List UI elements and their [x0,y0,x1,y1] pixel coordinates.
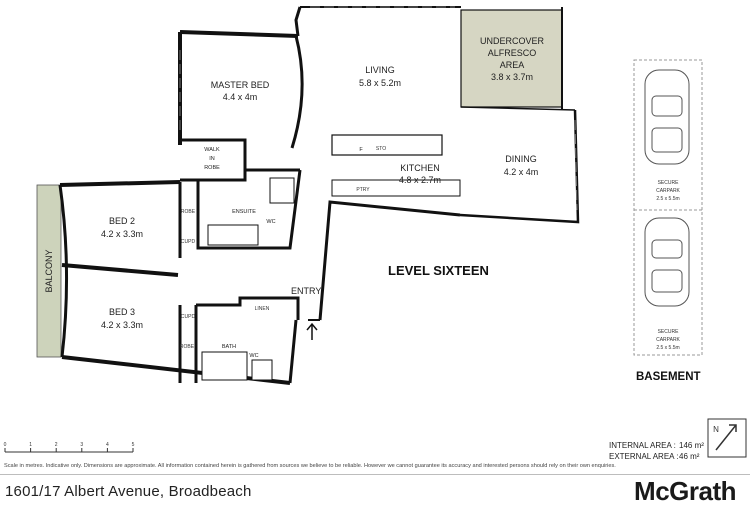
living-size: 5.8 x 5.2m [359,78,401,88]
wc1-label: WC [266,219,275,225]
bath-label: BATH [222,344,236,350]
master-bed-label: MASTER BED [211,80,270,90]
entry-label: ENTRY [291,286,322,296]
scale-tick-label: 0 [4,442,7,448]
car-icon [644,69,690,165]
cupd1-label: CUPD [181,239,196,245]
linen-label: LINEN [255,306,270,312]
scale-tick-label: 1 [29,442,32,448]
kitchen-size: 4.8 x 2.7m [399,175,441,185]
scale-tick-label: 5 [132,442,135,448]
alfresco-line1: UNDERCOVER [480,36,545,46]
carpark1-line1: SECURE [658,180,680,186]
walk-in-robe-line1: WALK [204,147,220,153]
internal-area-value: 146 m² [679,441,704,450]
robe2-label: ROBE [180,344,195,350]
alfresco-line2: ALFRESCO [488,48,537,58]
bed3-label: BED 3 [109,307,135,317]
walk-in-robe-line2: IN [209,156,215,162]
bed2-size: 4.2 x 3.3m [101,229,143,239]
property-address: 1601/17 Albert Avenue, Broadbeach [5,483,252,500]
footer-divider [0,474,750,475]
living-label: LIVING [365,65,395,75]
outer-walls [58,6,580,385]
carpark2-size: 2.5 x 5.5m [656,345,679,351]
disclaimer-text: Scale in metres. Indicative only. Dimens… [4,463,616,469]
balcony-label: BALCONY [44,249,54,292]
north-arrow-icon: N [707,418,747,458]
store-label: STO [376,146,386,152]
entry-arrow-icon [306,322,318,340]
dining-size: 4.2 x 4m [504,167,539,177]
carpark1-line2: CARPARK [656,188,680,194]
balcony-area [36,184,62,358]
bed3-size: 4.2 x 3.3m [101,320,143,330]
internal-area-label: INTERNAL AREA : [609,441,676,450]
alfresco-size: 3.8 x 3.7m [491,72,533,82]
scale-tick-label: 4 [106,442,109,448]
cupd2-label: CUPD [181,314,196,320]
alfresco-line3: AREA [500,60,525,70]
pantry-label: PTRY [356,187,370,193]
kitchen-label: KITCHEN [400,163,440,173]
ensuite-label: ENSUITE [232,209,256,215]
master-bed-size: 4.4 x 4m [223,92,258,102]
walk-in-robe-line3: ROBE [204,165,220,171]
carpark2-line1: SECURE [658,329,680,335]
robe1-label: ROBE [181,209,196,215]
carpark2-line2: CARPARK [656,337,680,343]
carpark1-size: 2.5 x 5.5m [656,196,679,202]
dining-label: DINING [505,154,537,164]
fridge-label: F [359,147,363,153]
external-area-label: EXTERNAL AREA : [609,452,679,461]
scale-bar: 0 1 2 3 4 5 [4,442,135,453]
bed2-label: BED 2 [109,216,135,226]
level-title: LEVEL SIXTEEN [388,263,489,278]
car-icon [644,217,690,307]
alfresco-area [460,9,563,108]
basement-title: BASEMENT [636,371,701,383]
external-area-value: 46 m² [679,452,700,461]
scale-tick-label: 3 [80,442,83,448]
scale-tick-label: 2 [55,442,58,448]
basement-carpark: SECURE CARPARK 2.5 x 5.5m SECURE CARPARK… [633,59,703,356]
brand-logo: McGrath [634,476,736,506]
svg-text:N: N [713,425,719,434]
wc2-label: WC [249,353,258,359]
area-summary: INTERNAL AREA :146 m² EXTERNAL AREA :46 … [609,440,704,462]
